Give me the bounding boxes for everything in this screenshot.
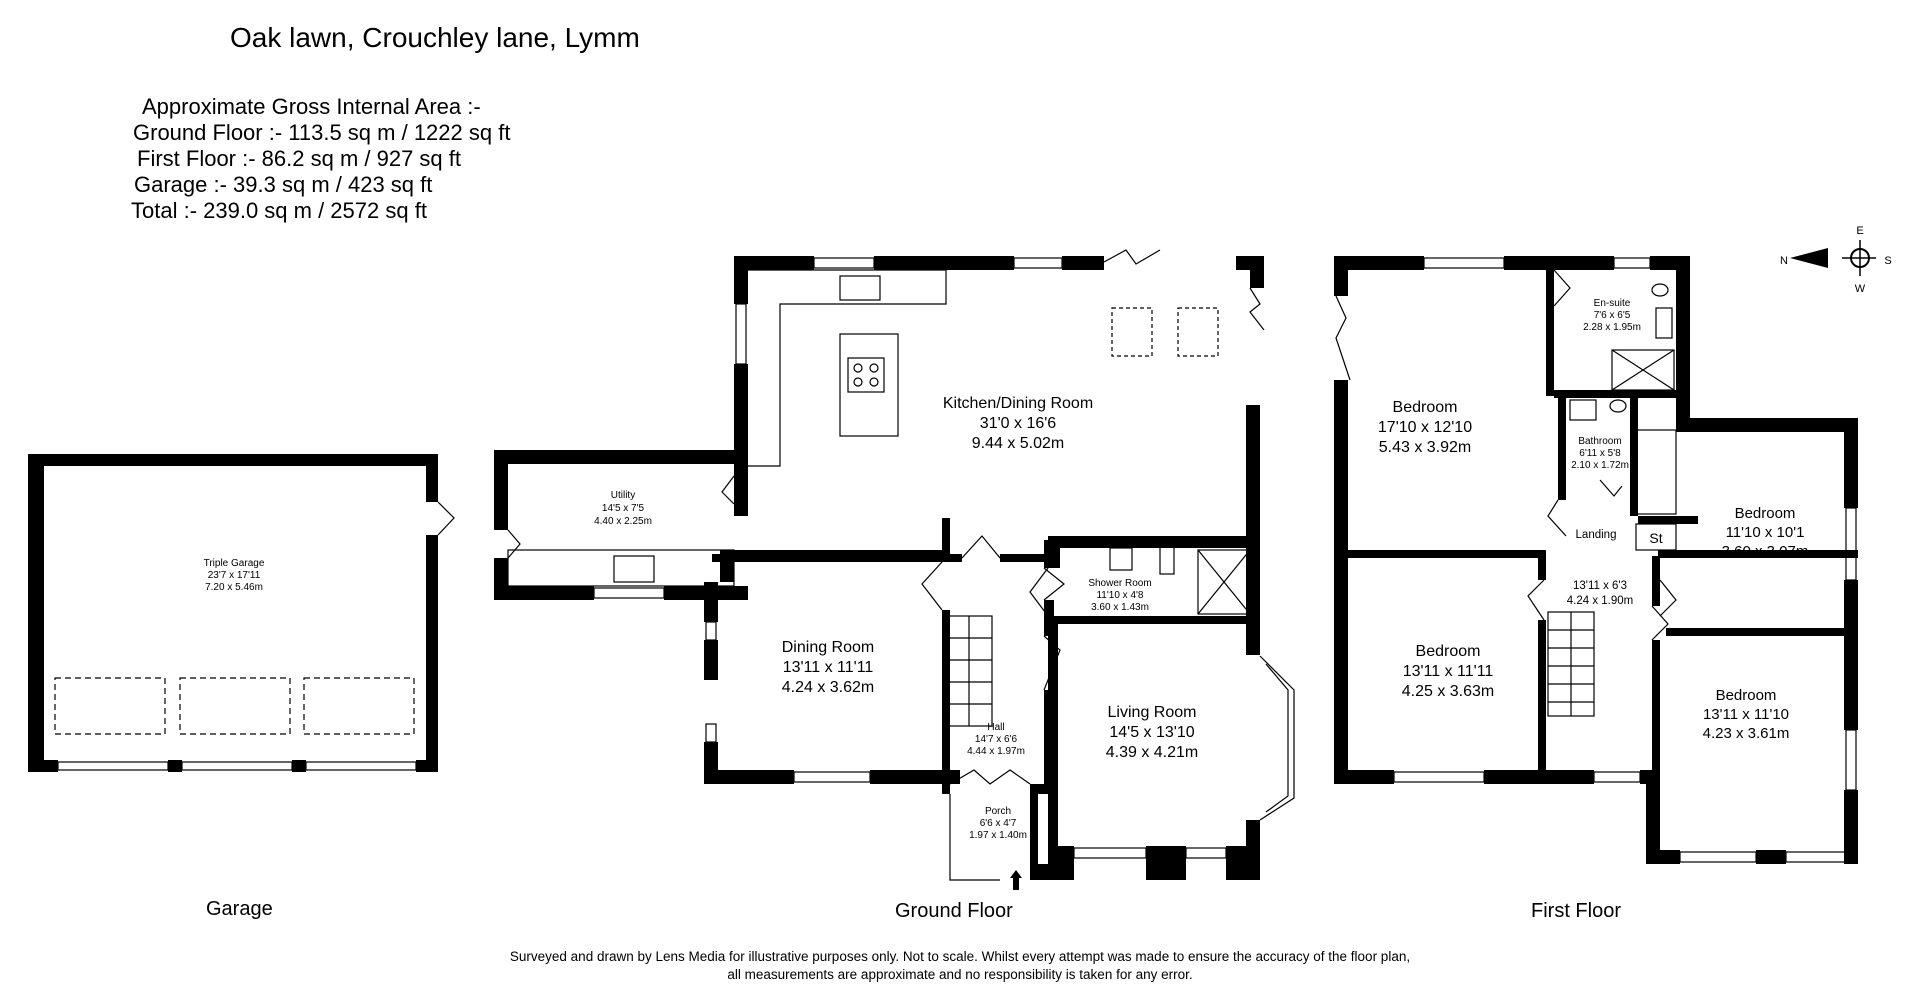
first-floor-label: First Floor: [1531, 900, 1621, 922]
living-name: Living Room: [1108, 704, 1197, 721]
compass-w-label: W: [1855, 283, 1866, 295]
bedroom-3-name: Bedroom: [1416, 643, 1481, 660]
landing-metric: 4.24 x 1.90m: [1567, 595, 1633, 607]
bathroom-metric: 2.10 x 1.72m: [1571, 460, 1629, 471]
garage-room-imperial: 23'7 x 17'11: [208, 570, 261, 581]
garage-floor-label: Garage: [206, 898, 273, 920]
compass-e-label: E: [1856, 225, 1863, 237]
ensuite-metric: 2.28 x 1.95m: [1583, 322, 1641, 333]
bedroom-3-imperial: 13'11 x 11'11: [1403, 663, 1494, 680]
utility-metric: 4.40 x 2.25m: [594, 516, 652, 527]
kitchen-name: Kitchen/Dining Room: [943, 395, 1093, 412]
ground-floor-label: Ground Floor: [895, 900, 1013, 922]
bathroom-imperial: 6'11 x 5'8: [1579, 448, 1621, 459]
ensuite-name: En-suite: [1594, 298, 1631, 309]
bedroom-2-imperial: 11'10 x 10'1: [1726, 524, 1805, 541]
compass: [1790, 240, 1876, 276]
garage-room-metric: 7.20 x 5.46m: [205, 582, 263, 593]
living-metric: 4.39 x 4.21m: [1106, 744, 1199, 761]
bedroom-4-name: Bedroom: [1716, 687, 1777, 704]
bathroom-name: Bathroom: [1578, 436, 1621, 447]
ensuite-imperial: 7'6 x 6'5: [1594, 310, 1631, 321]
compass-s-label: S: [1884, 255, 1891, 267]
first-floor-walls: [1334, 256, 1858, 864]
ground-floor-walls: [494, 256, 1264, 880]
bedroom-2-name: Bedroom: [1735, 505, 1796, 522]
bedroom-1-name: Bedroom: [1393, 399, 1458, 416]
porch-imperial: 6'6 x 4'7: [980, 818, 1017, 829]
hall-metric: 4.44 x 1.97m: [967, 746, 1025, 757]
shower-imperial: 11'10 x 4'8: [1096, 590, 1143, 601]
hall-imperial: 14'7 x 6'6: [975, 734, 1018, 745]
garage-walls: [28, 454, 438, 772]
living-imperial: 14'5 x 13'10: [1109, 724, 1194, 741]
bedroom-1-imperial: 17'10 x 12'10: [1378, 419, 1472, 436]
landing-name: Landing: [1576, 529, 1617, 541]
compass-n-label: N: [1780, 255, 1788, 267]
landing-imperial: 13'11 x 6'3: [1573, 580, 1627, 592]
property-title: Oak lawn, Crouchley lane, Lymm: [230, 22, 640, 53]
area-total: Total :- 239.0 sq m / 2572 sq ft: [131, 198, 427, 223]
garage-room-name: Triple Garage: [204, 558, 265, 569]
dining-imperial: 13'11 x 11'11: [783, 659, 874, 676]
bedroom-4-metric: 4.23 x 3.61m: [1703, 725, 1790, 742]
porch-metric: 1.97 x 1.40m: [969, 830, 1027, 841]
area-garage: Garage :- 39.3 sq m / 423 sq ft: [134, 172, 433, 197]
area-ground-floor: Ground Floor :- 113.5 sq m / 1222 sq ft: [133, 120, 511, 145]
bedroom-4-imperial: 13'11 x 11'10: [1703, 706, 1789, 723]
bedroom-2-metric: 3.60 x 3.07m: [1722, 543, 1809, 560]
dining-metric: 4.24 x 3.62m: [782, 679, 875, 696]
shower-metric: 3.60 x 1.43m: [1091, 602, 1149, 613]
shower-name: Shower Room: [1088, 578, 1151, 589]
disclaimer-line-1: Surveyed and drawn by Lens Media for ill…: [509, 949, 1411, 964]
north-arrow-icon: [1790, 248, 1828, 268]
utility-name: Utility: [611, 490, 635, 501]
disclaimer-line-2: all measurements are approximate and no …: [727, 967, 1193, 982]
bedroom-1-metric: 5.43 x 3.92m: [1379, 439, 1472, 456]
hall-name: Hall: [987, 722, 1004, 733]
porch-name: Porch: [985, 806, 1011, 817]
area-first-floor: First Floor :- 86.2 sq m / 927 sq ft: [137, 146, 461, 171]
utility-imperial: 14'5 x 7'5: [602, 503, 645, 514]
area-heading: Approximate Gross Internal Area :-: [142, 94, 481, 119]
kitchen-metric: 9.44 x 5.02m: [972, 435, 1065, 452]
dining-name: Dining Room: [782, 639, 874, 656]
store-name: St: [1649, 530, 1662, 546]
kitchen-imperial: 31'0 x 16'6: [980, 415, 1056, 432]
bedroom-3-metric: 4.25 x 3.63m: [1402, 683, 1495, 700]
